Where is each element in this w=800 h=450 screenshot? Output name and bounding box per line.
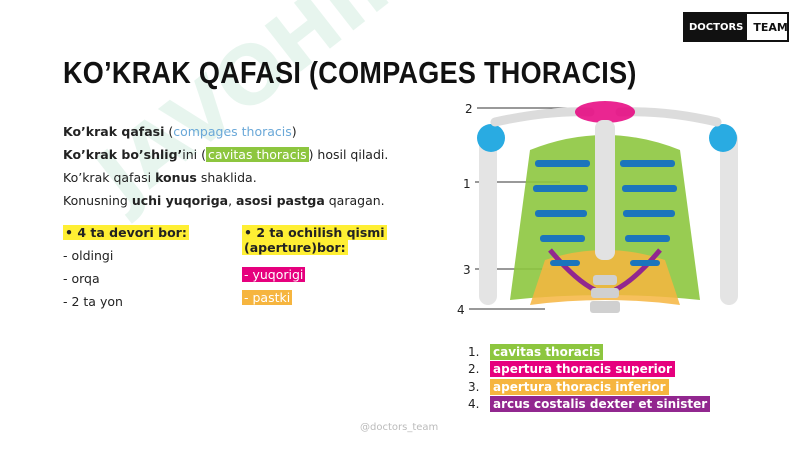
- term-asosi: asosi pastga: [236, 193, 325, 208]
- text-konusning: Konusning: [63, 193, 132, 208]
- aperture-upper: - yuqorigi: [242, 267, 306, 282]
- definition-line-4: Konusning uchi yuqoriga, asosi pastga qa…: [63, 193, 385, 208]
- term-konus: konus: [155, 170, 197, 185]
- definition-line-3: Ko’krak qafasi konus shaklida.: [63, 170, 257, 185]
- paren-close: ): [291, 124, 297, 139]
- apertures-heading-2: (aperture)bor:: [242, 240, 348, 255]
- sternum: [595, 120, 615, 260]
- wall-item: - 2 ta yon: [63, 294, 123, 309]
- walls-heading: • 4 ta devori bor:: [63, 225, 189, 240]
- text-hosil: ) hosil qiladi.: [308, 147, 389, 162]
- apertures-heading-1: • 2 ta ochilish qismi: [242, 225, 387, 240]
- legend: 1. cavitas thoracis 2. apertura thoracis…: [468, 343, 711, 414]
- logo-left-text: DOCTORS: [685, 14, 748, 40]
- text-shaklida: shaklida.: [196, 170, 257, 185]
- paren-open: (: [164, 124, 174, 139]
- shoulder-joint-right: [709, 124, 737, 152]
- term-uchi: uchi yuqoriga: [131, 193, 229, 208]
- term-cavity: Ko’krak bo’shlig’: [63, 147, 183, 162]
- label-1: 1: [463, 177, 471, 191]
- wall-item: - orqa: [63, 271, 100, 286]
- term-compages: Ko’krak qafasi: [63, 124, 165, 139]
- footer-watermark: @doctors_team: [360, 422, 439, 433]
- shoulder-joint-left: [477, 124, 505, 152]
- text-qaragan: qaragan.: [324, 193, 385, 208]
- humerus-right: [720, 130, 738, 305]
- humerus-left: [479, 130, 497, 305]
- definition-line-2: Ko’krak bo’shlig’ini (cavitas thoracis) …: [63, 147, 388, 162]
- legend-label: arcus costalis dexter et sinister: [490, 396, 711, 413]
- wall-item: - oldingi: [63, 248, 114, 263]
- thorax-diagram: 2 1 3 4: [457, 101, 738, 317]
- apertures-list: • 2 ta ochilish qismi (aperture)bor: - y…: [242, 225, 387, 313]
- walls-list: • 4 ta devori bor: - oldingi - orqa - 2 …: [63, 225, 189, 317]
- costal-arch-right: [613, 248, 662, 293]
- legend-label: apertura thoracis superior: [490, 361, 675, 378]
- legend-number: 3.: [468, 379, 480, 394]
- latin-cavitas: cavitas thoracis: [206, 147, 309, 162]
- page-title: KO’KRAK QAFASI (COMPAGES THORACIS): [63, 56, 637, 90]
- text-qafasi: Ko’krak qafasi: [63, 170, 156, 185]
- label-4: 4: [457, 303, 465, 317]
- legend-row: 2. apertura thoracis superior: [468, 361, 710, 379]
- label-3: 3: [463, 263, 471, 277]
- vertebral-column: [590, 275, 620, 313]
- latin-compages: compages thoracis: [173, 124, 292, 139]
- background-watermark: JAVOHIR: [80, 0, 432, 224]
- legend-number: 4.: [468, 397, 480, 412]
- legend-row: 3. apertura thoracis inferior: [468, 378, 710, 396]
- legend-number: 1.: [468, 344, 480, 359]
- legend-row: 4. arcus costalis dexter et sinister: [468, 396, 711, 414]
- upper-aperture: [575, 101, 635, 123]
- legend-row: 1. cavitas thoracis: [468, 343, 710, 361]
- legend-label: cavitas thoracis: [490, 343, 604, 360]
- brand-logo: DOCTORS TEAM: [683, 12, 789, 42]
- costal-cartilages: [533, 160, 677, 266]
- comma: ,: [228, 193, 237, 208]
- legend-number: 2.: [468, 362, 480, 377]
- logo-right-text: TEAM: [753, 20, 788, 34]
- aperture-lower: - pastki: [242, 290, 293, 305]
- legend-label: apertura thoracis inferior: [490, 378, 669, 395]
- label-2: 2: [465, 102, 473, 116]
- costal-arch-left: [548, 248, 597, 293]
- text-ini: ini (: [182, 147, 206, 162]
- definition-line-1: Ko’krak qafasi (compages thoracis): [63, 124, 297, 139]
